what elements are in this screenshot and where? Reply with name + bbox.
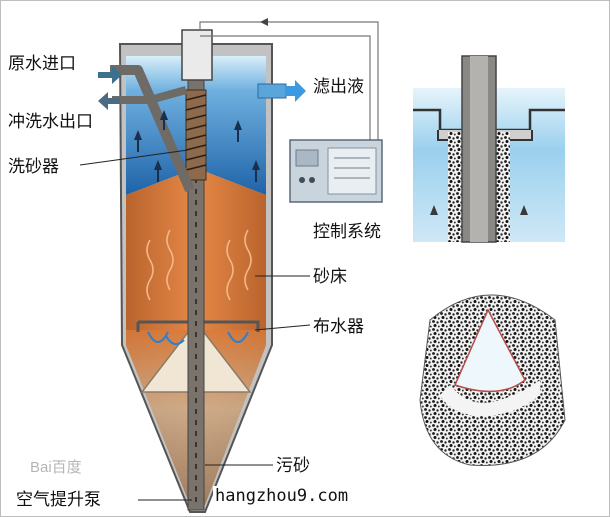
filtrate-outlet (257, 83, 287, 99)
sand-washer-label: 洗砂器 (8, 157, 59, 177)
wash-water-outlet-label: 冲洗水出口 (8, 112, 93, 132)
dirty-sand-label: 污砂 (276, 456, 310, 476)
control-system-label: 控制系统 (313, 222, 381, 242)
control-wire (199, 21, 379, 155)
air-lift-pump-label: 空气提升泵 (16, 490, 101, 510)
filtrate-label: 滤出液 (313, 77, 364, 97)
raw-water-inlet-label: 原水进口 (8, 54, 76, 74)
inset-cross-section (419, 294, 566, 466)
inlet-pipe (110, 65, 195, 192)
distributor-swirls (147, 331, 249, 346)
distributor-arms (136, 320, 260, 332)
sand-bed-label: 砂床 (313, 267, 347, 287)
filtrate-arrow (285, 80, 306, 102)
wash-outlet-pipe (112, 86, 188, 104)
baidu-watermark-logo: Bai百度 (30, 459, 82, 476)
leader-lines (79, 149, 311, 501)
upflow-arrows (134, 110, 260, 182)
water-distributor-label: 布水器 (313, 317, 364, 337)
outlet-arrow (98, 92, 120, 110)
watermark-url: hangzhou9.com (213, 486, 351, 506)
sand-flow-lines (146, 229, 252, 301)
top-overflow-box (181, 29, 213, 81)
inlet-arrow (98, 66, 122, 84)
control-panel (289, 139, 383, 203)
inset-pipe-detail (413, 55, 565, 243)
